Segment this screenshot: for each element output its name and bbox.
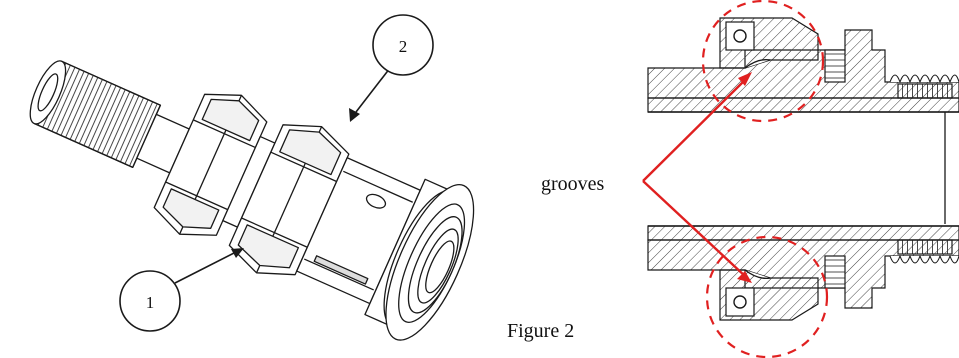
groove-pointers: [642, 72, 752, 283]
callout-2-circle: [372, 14, 434, 76]
fitting-isometric-view: [29, 60, 475, 341]
hex-nut-front: [153, 93, 268, 236]
callout-1-circle: [119, 270, 181, 332]
groove-arrow-top: [642, 78, 747, 182]
section-top-half: [647, 17, 959, 113]
grooves-label: grooves: [541, 173, 605, 195]
callout-1-leader: [174, 251, 237, 284]
body-sleeve: [296, 157, 421, 305]
callout-2: 2: [349, 14, 434, 122]
callout-1-arrowhead: [231, 248, 244, 258]
callout-2-arrowhead: [349, 108, 360, 122]
cross-section-view: [647, 17, 959, 321]
locking-ring: [364, 178, 475, 341]
groove-arrowhead-bottom: [737, 271, 752, 283]
groove-arrow-bottom: [642, 180, 747, 278]
hex-nut-rear: [228, 124, 350, 276]
callout-1: 1: [119, 248, 244, 332]
groove-highlight-top: [701, 0, 825, 123]
figure-caption: Figure 2: [507, 320, 574, 342]
callout-2-label: 2: [399, 37, 408, 56]
section-bottom-half: [647, 225, 959, 321]
threaded-end: [29, 60, 162, 168]
callout-2-leader: [355, 67, 391, 113]
callout-1-label: 1: [146, 293, 155, 312]
groove-arrowhead-top: [738, 72, 752, 86]
groove-highlight-bottom: [705, 235, 829, 358]
